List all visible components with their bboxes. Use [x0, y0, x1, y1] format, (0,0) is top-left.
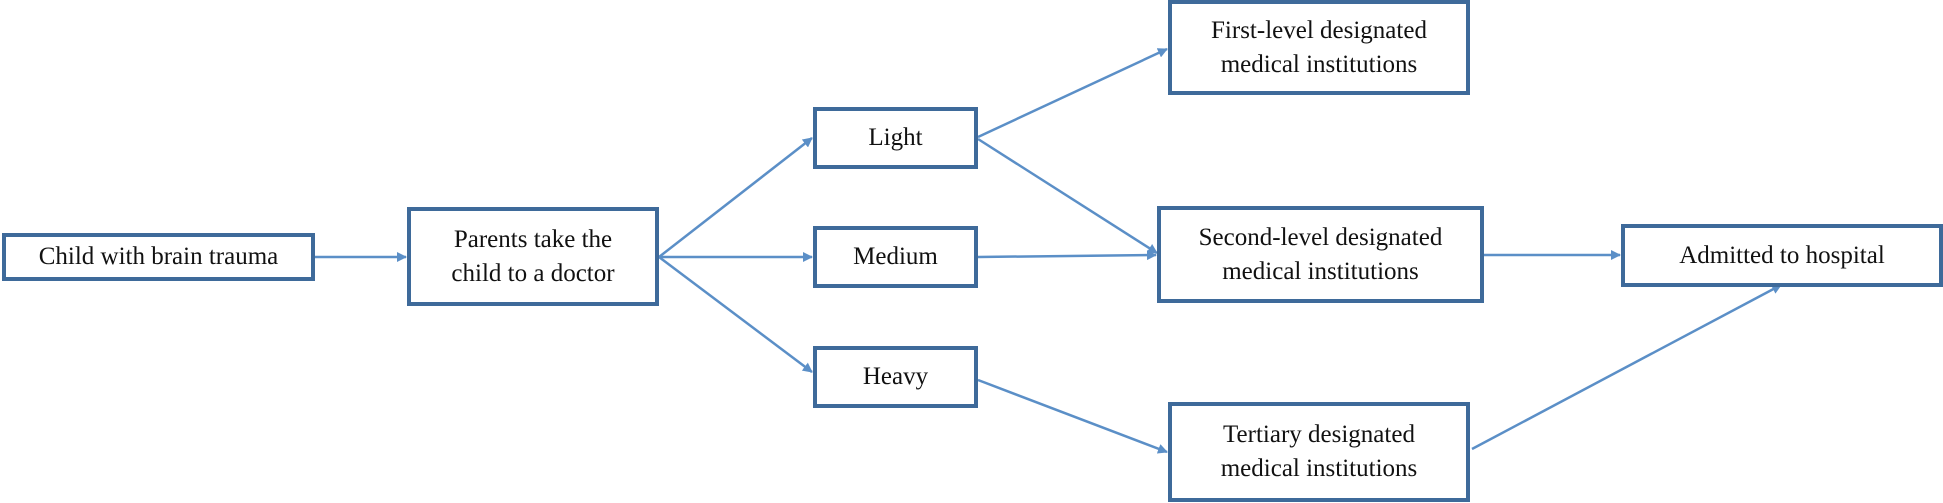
- node-light: Light: [813, 107, 978, 169]
- node-second-level-line-1: Second-level designated: [1198, 223, 1443, 251]
- node-heavy-label: Heavy: [862, 363, 929, 390]
- node-tertiary-line-1: Tertiary designated: [1223, 421, 1415, 448]
- node-parents-take-child-to-doctor: Parents take the child to a doctor: [407, 207, 659, 306]
- arrow-parents-to-heavy: [658, 256, 813, 373]
- node-first-level-institutions: First-level designated medical instituti…: [1168, 0, 1470, 95]
- node-heavy: Heavy: [813, 346, 978, 408]
- arrow-heavy-to-tertiary: [977, 378, 1168, 454]
- node-tertiary-institutions: Tertiary designated medical institutions: [1168, 402, 1470, 502]
- node-medium: Medium: [813, 226, 978, 288]
- arrow-light-to-second-level: [977, 137, 1158, 255]
- node-parents-line-2: child to a doctor: [451, 259, 615, 287]
- node-child-label: Child with brain trauma: [38, 243, 279, 270]
- node-admitted-to-hospital: Admitted to hospital: [1621, 224, 1943, 287]
- node-first-level-line-2: medical institutions: [1220, 50, 1418, 78]
- node-second-level-line-2: medical institutions: [1222, 257, 1419, 285]
- arrow-tertiary-to-admitted: [1471, 283, 1782, 451]
- arrow-parents-to-light: [658, 137, 813, 258]
- arrow-light-to-first-level: [977, 47, 1168, 139]
- node-child-with-brain-trauma: Child with brain trauma: [2, 233, 315, 281]
- node-first-level-line-1: First-level designated: [1211, 16, 1427, 44]
- arrow-medium-to-second-level: [977, 250, 1157, 261]
- node-parents-line-1: Parents take the: [453, 225, 613, 253]
- node-tertiary-line-2: medical institutions: [1220, 455, 1418, 482]
- node-medium-label: Medium: [853, 243, 938, 270]
- node-admitted-label: Admitted to hospital: [1679, 241, 1885, 269]
- node-light-label: Light: [868, 124, 923, 151]
- node-second-level-institutions: Second-level designated medical institut…: [1157, 206, 1484, 303]
